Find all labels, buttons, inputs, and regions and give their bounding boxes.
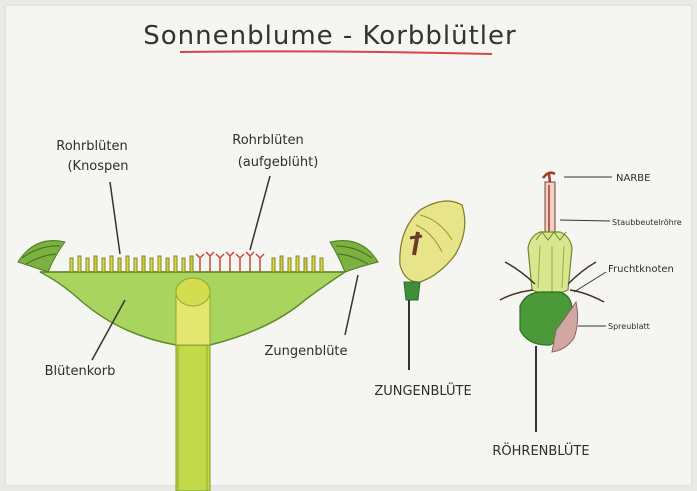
label-fruchtknoten: Fruchtknoten — [574, 264, 674, 292]
roehrenbluete-caption: RÖHRENBLÜTE — [492, 442, 589, 459]
svg-text:Spreublatt: Spreublatt — [608, 322, 650, 331]
ray-flower-drawing: ZUNGENBLÜTE — [374, 201, 471, 399]
svg-text:Staubbeutelröhre: Staubbeutelröhre — [612, 218, 682, 227]
svg-text:Blütenkorb: Blütenkorb — [45, 364, 116, 379]
svg-text:NARBE: NARBE — [616, 173, 650, 184]
label-rohrblueten-knospen: Rohrblüten (Knospen — [56, 139, 128, 254]
disc-florets-buds — [70, 256, 323, 272]
label-narbe: NARBE — [564, 173, 650, 184]
label-rohrblueten-aufgebluht: Rohrblüten (aufgeblüht) — [232, 133, 318, 250]
svg-text:Rohrblüten: Rohrblüten — [232, 133, 303, 148]
title-underline — [180, 51, 492, 54]
zungenbluete-caption: ZUNGENBLÜTE — [374, 382, 471, 399]
svg-text:Fruchtknoten: Fruchtknoten — [608, 264, 674, 275]
disc-flower-drawing: RÖHRENBLÜTE — [492, 173, 604, 459]
label-staubbeutelroehre: Staubbeutelröhre — [560, 218, 682, 227]
right-ray-flower — [330, 241, 378, 272]
svg-text:(Knospen: (Knospen — [67, 159, 128, 174]
label-spreublatt: Spreublatt — [578, 322, 650, 331]
svg-text:Rohrblüten: Rohrblüten — [56, 139, 127, 154]
svg-text:(aufgeblüht): (aufgeblüht) — [238, 155, 319, 170]
svg-text:Zungenblüte: Zungenblüte — [264, 344, 347, 359]
disc-florets-bloomed — [196, 252, 264, 272]
page-title: Sonnenblume - Korbblütler — [143, 21, 516, 51]
